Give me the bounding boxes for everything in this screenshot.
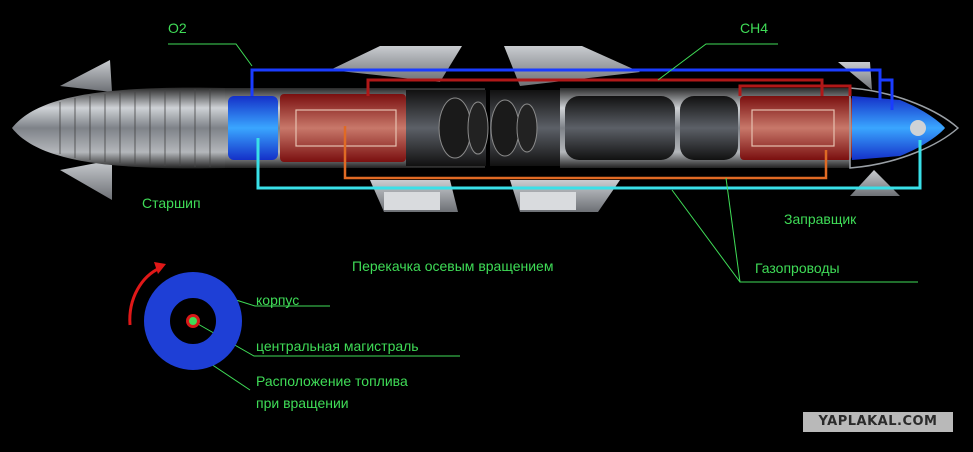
label-central-main: центральная магистраль <box>256 338 419 354</box>
label-ch4: CH4 <box>740 20 769 36</box>
starship-decal <box>384 192 440 210</box>
orange-pipeline <box>343 126 828 180</box>
label-tanker: Заправщик <box>784 211 857 227</box>
label-fuel-location-line2: при вращении <box>256 395 349 411</box>
hull-ring <box>144 272 242 370</box>
tanker-decal <box>520 192 576 210</box>
oxygen-pipeline <box>250 68 894 110</box>
engine-bell <box>467 101 489 155</box>
tanker-nose-fin-bottom <box>850 170 900 196</box>
gas-pipeline <box>256 138 922 190</box>
rotation-arrow-icon <box>128 262 166 326</box>
leader-hull <box>235 299 330 307</box>
watermark: YAPLAKAL.COM <box>803 412 953 432</box>
starship-bottom-fin <box>60 160 112 200</box>
tanker-nose-ring <box>910 120 926 136</box>
leader-ch4 <box>657 43 778 81</box>
engine-bell <box>516 103 538 153</box>
tanker-methane-tank <box>740 96 852 160</box>
starship-top-fin <box>60 60 112 92</box>
tanker-nose <box>849 87 960 169</box>
starship-oxygen-tank <box>228 96 278 160</box>
label-o2: O2 <box>168 20 187 36</box>
label-gas-lines: Газопроводы <box>755 260 840 276</box>
leader-gas-2 <box>725 177 741 283</box>
methane-pipeline <box>366 78 852 96</box>
tanker-oxygen-tank <box>852 96 945 160</box>
starship-rear-fin-top <box>330 46 462 82</box>
starship-nose <box>12 87 225 169</box>
engine-bell <box>490 99 520 157</box>
label-pumping: Перекачка осевым вращением <box>352 258 554 274</box>
tanker-inner-tank <box>680 96 738 160</box>
label-fuel-location: Расположение топлива при вращении <box>256 370 408 414</box>
tanker-top-fin <box>504 46 640 86</box>
cross-section-diagram <box>128 262 242 370</box>
tanker-inner-tank <box>565 96 675 160</box>
leader-o2 <box>168 43 253 67</box>
starship-methane-tank <box>280 94 406 162</box>
label-starship: Старшип <box>142 195 201 211</box>
nose-ribs <box>59 89 211 167</box>
label-fuel-location-line1: Расположение топлива <box>256 373 408 389</box>
label-hull: корпус <box>256 292 300 308</box>
central-main-inner <box>189 317 197 325</box>
tanker-tank-inner <box>751 109 835 147</box>
engine-bell <box>438 97 472 159</box>
